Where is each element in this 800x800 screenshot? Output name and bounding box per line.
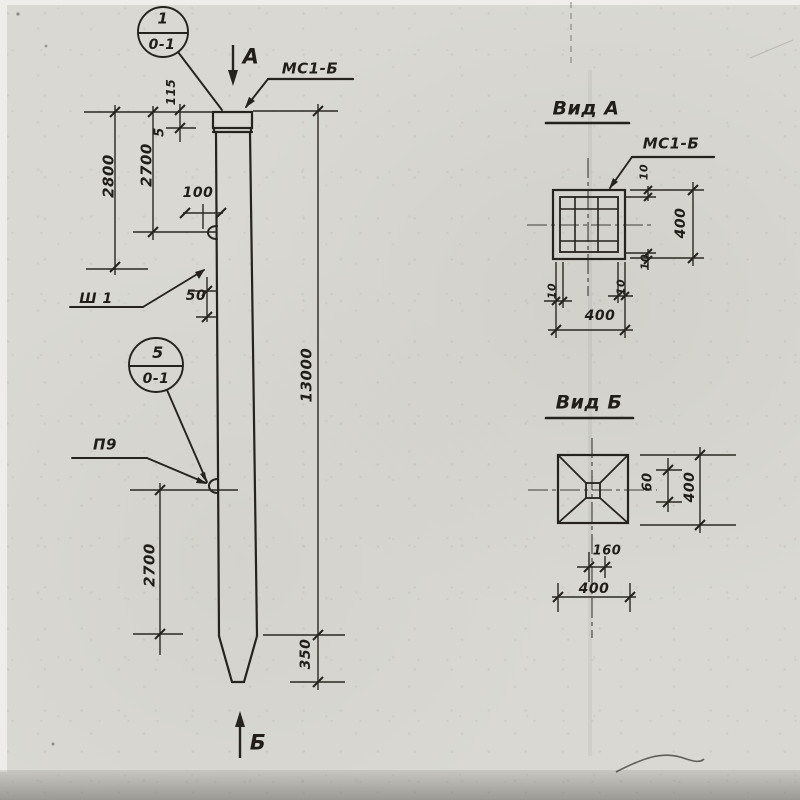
view-a-arrow-label: А xyxy=(242,44,260,69)
scan-edge-left xyxy=(0,0,7,772)
view-b-drawing xyxy=(528,438,657,638)
mesh-leader-arrow xyxy=(245,97,255,108)
dim-60: 60 xyxy=(640,472,656,492)
dim-160: 160 xyxy=(592,543,622,559)
dim-5: 5 xyxy=(152,127,168,137)
leader-lines xyxy=(69,6,716,484)
mesh-label-view-a: МС1-Б xyxy=(642,134,700,153)
loop-label: П9 xyxy=(93,435,117,454)
dim-100: 100 xyxy=(182,185,214,201)
scan-artifacts xyxy=(16,2,794,773)
dim-400-width-a: 400 xyxy=(584,308,616,324)
callout-node-5-circle xyxy=(128,337,184,393)
leader-arrowheads xyxy=(195,97,618,484)
dim-350: 350 xyxy=(298,638,314,670)
view-a-mesh-leader-arrow xyxy=(609,178,618,189)
callout-node-1-circle xyxy=(137,6,189,58)
view-a-drawing xyxy=(527,158,653,296)
view-b-arrow-head xyxy=(235,711,245,727)
scan-edge-bottom-shadow xyxy=(0,770,800,800)
dim-13000: 13000 xyxy=(297,347,316,403)
dim-400-side-b: 400 xyxy=(682,471,698,503)
scan-edge-top xyxy=(0,0,800,5)
dim-10-top: 10 xyxy=(637,163,651,181)
dimension-ticks xyxy=(109,104,706,688)
view-b-arrow-label: Б xyxy=(249,730,267,755)
dim-400-width-b: 400 xyxy=(578,581,610,597)
mesh-label-elevation: МС1-Б xyxy=(281,59,339,78)
view-a-arrow-head xyxy=(228,70,238,86)
callout-5-leader-arrow xyxy=(200,472,207,483)
view-direction-arrows xyxy=(228,45,245,758)
callout-node-5-number: 5 xyxy=(152,343,164,362)
dim-2700-upper: 2700 xyxy=(137,143,156,187)
callout-node-5-sheet: 0-1 xyxy=(142,371,170,387)
lifting-loop-lower xyxy=(208,478,219,494)
dim-115: 115 xyxy=(164,78,178,106)
callout-node-1-sheet: 0-1 xyxy=(148,37,176,53)
dim-10-right: 10 xyxy=(614,278,628,296)
view-a-title: Вид А xyxy=(552,97,620,120)
dim-2800: 2800 xyxy=(99,154,118,198)
view-b-title: Вид Б xyxy=(555,391,623,414)
dim-400-side-a: 400 xyxy=(673,207,689,239)
loop-leader-arrow xyxy=(196,477,207,484)
dim-10-side: 10 xyxy=(638,253,652,271)
dim-50: 50 xyxy=(185,288,207,304)
pile-outline xyxy=(207,110,259,684)
weld-label: Ш 1 xyxy=(79,291,113,307)
dim-2700-lower: 2700 xyxy=(140,543,159,587)
callout-node-1-number: 1 xyxy=(157,9,169,28)
weld-leader-arrow xyxy=(195,269,205,279)
dim-10-left: 10 xyxy=(545,282,559,300)
